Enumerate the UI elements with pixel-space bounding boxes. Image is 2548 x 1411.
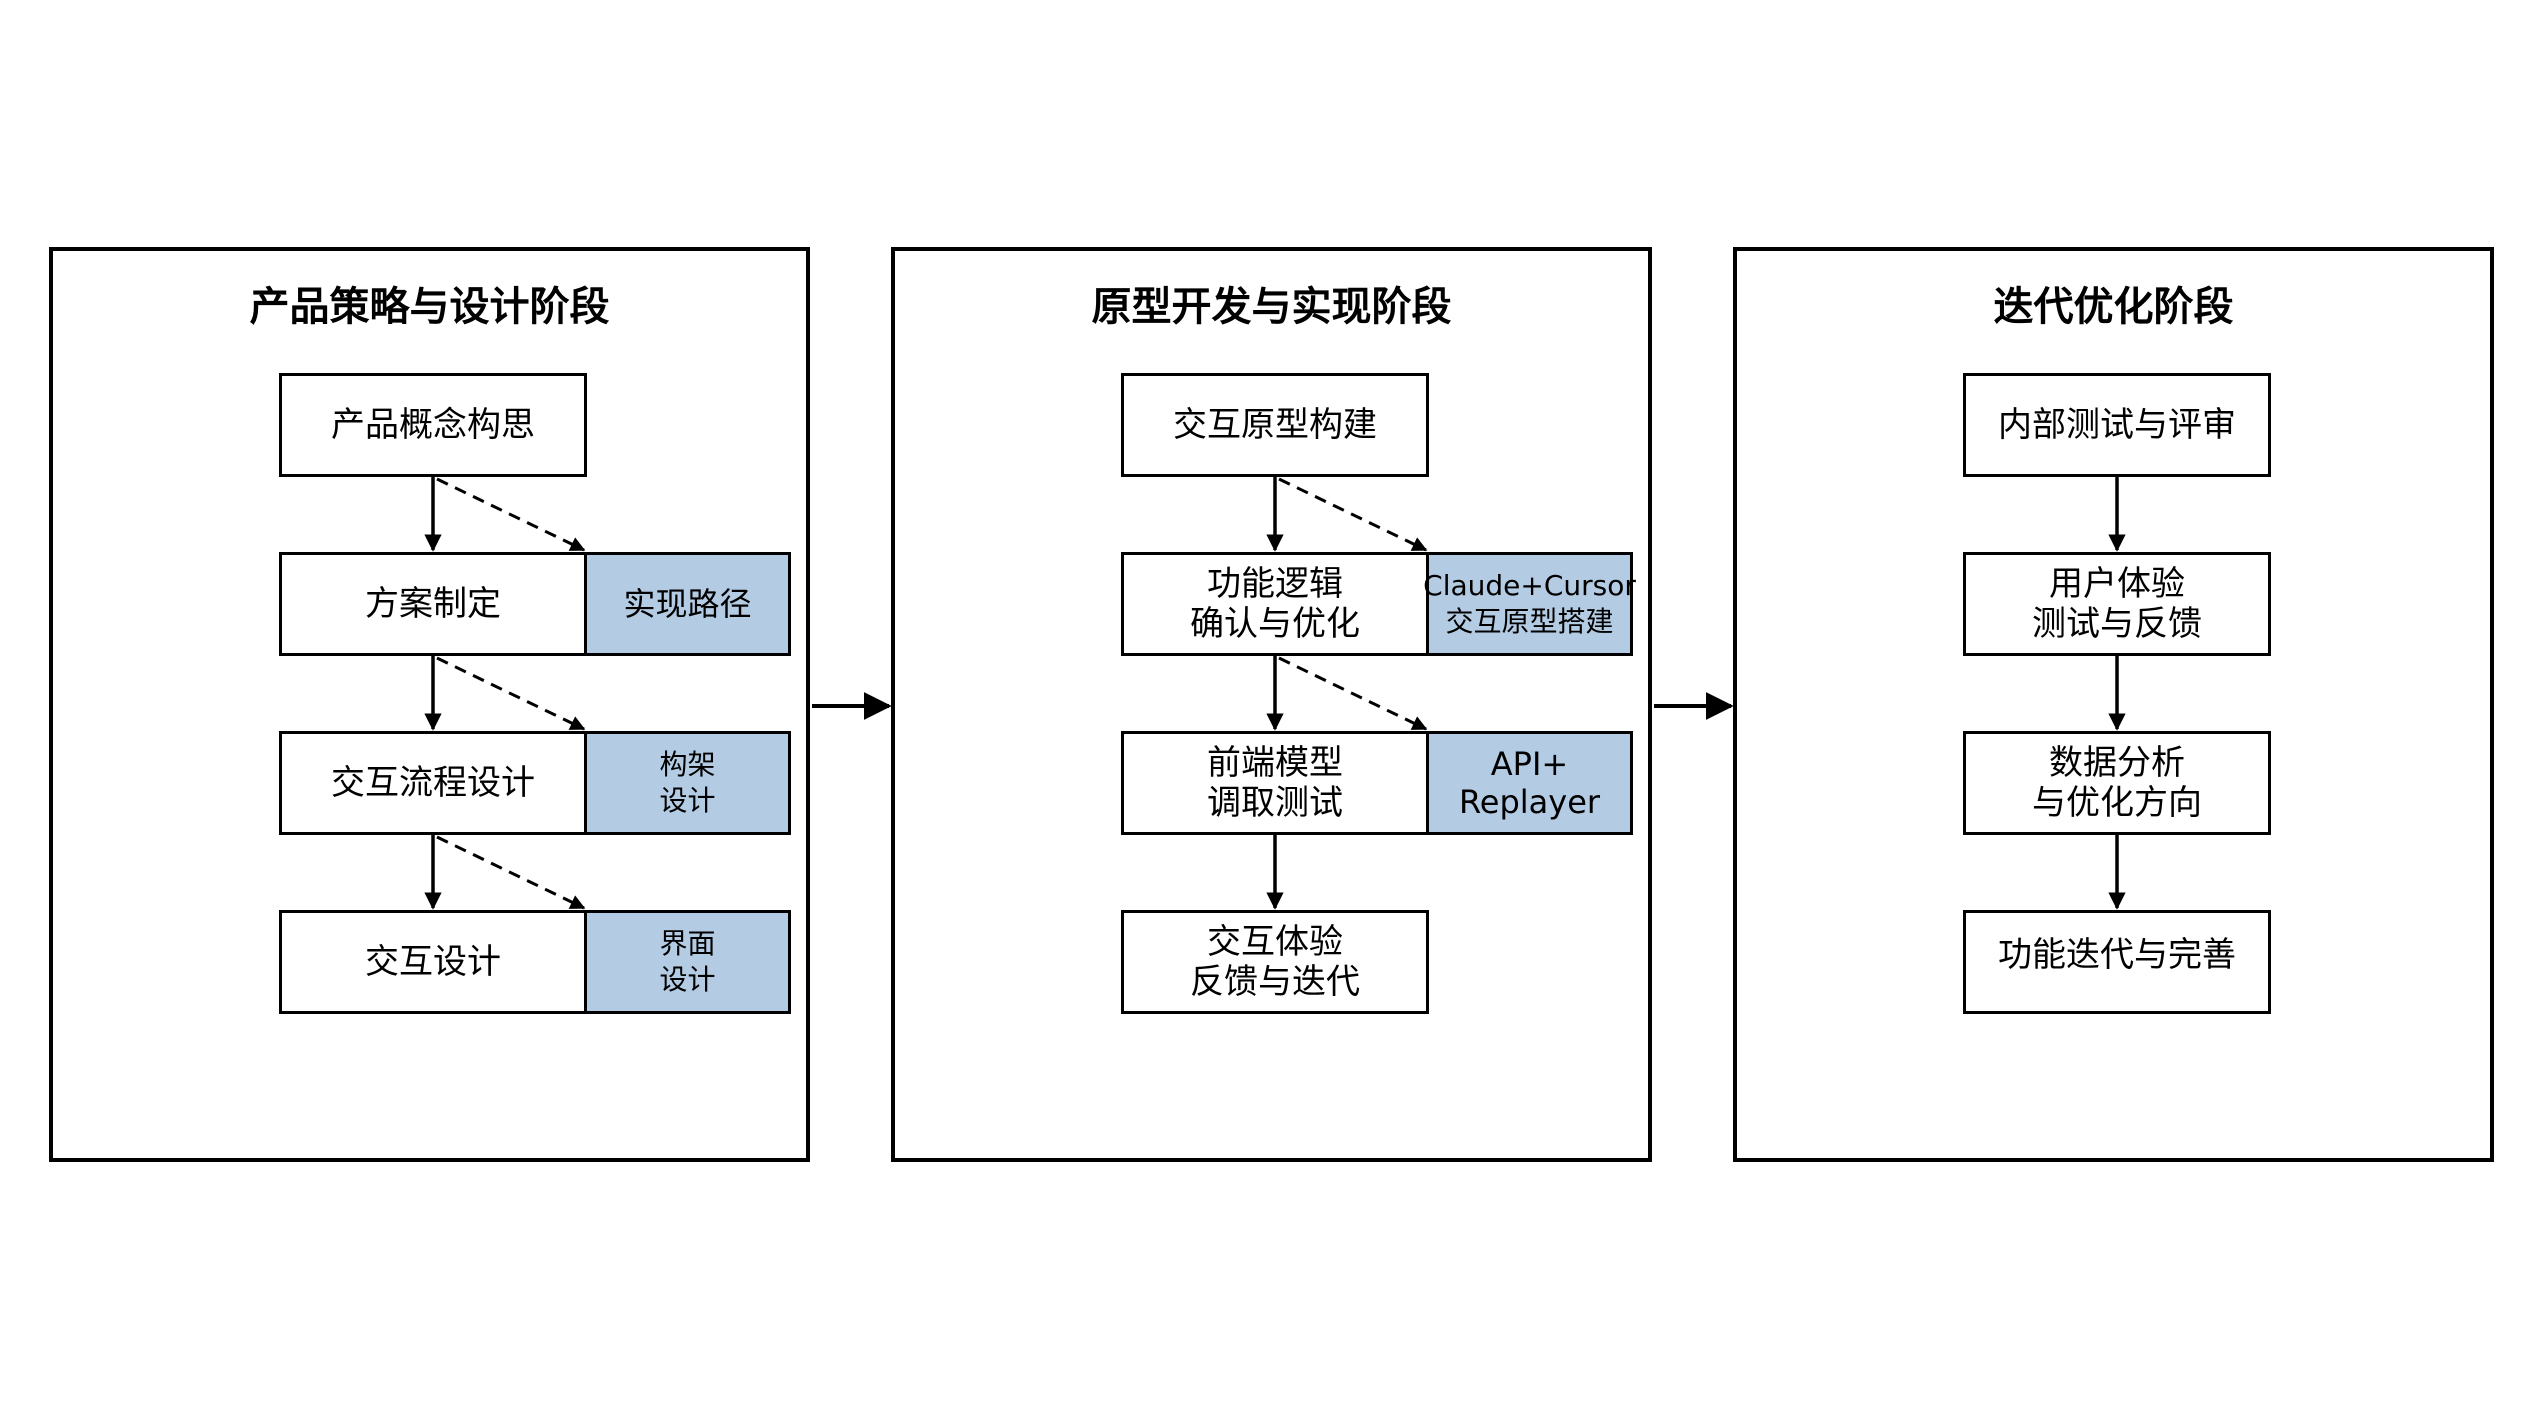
step-product-concept: 产品概念构思 bbox=[279, 373, 587, 477]
stage-title: 原型开发与实现阶段 bbox=[1091, 284, 1452, 330]
detail-architecture-design: 构架 设计 bbox=[584, 731, 791, 835]
step-frontend-model-test: 前端模型 调取测试 bbox=[1121, 731, 1429, 835]
detail-implementation-path: 实现路径 bbox=[584, 552, 791, 656]
detail-api-replayer: API+ Replayer bbox=[1426, 731, 1633, 835]
step-feature-iteration: 功能迭代与完善 bbox=[1963, 910, 2271, 1014]
detail-claude-cursor: Claude+Cursor 交互原型搭建 bbox=[1423, 552, 1636, 656]
stage-title: 迭代优化阶段 bbox=[1993, 284, 2234, 330]
stage-title: 产品策略与设计阶段 bbox=[249, 284, 610, 330]
step-data-analysis: 数据分析 与优化方向 bbox=[1963, 731, 2271, 835]
step-interaction-flow-design: 交互流程设计 bbox=[279, 731, 587, 835]
step-interaction-design: 交互设计 bbox=[279, 910, 587, 1014]
step-internal-review: 内部测试与评审 bbox=[1963, 373, 2271, 477]
step-experience-feedback: 交互体验 反馈与迭代 bbox=[1121, 910, 1429, 1014]
detail-interface-design: 界面 设计 bbox=[584, 910, 791, 1014]
step-user-testing: 用户体验 测试与反馈 bbox=[1963, 552, 2271, 656]
step-prototype-build: 交互原型构建 bbox=[1121, 373, 1429, 477]
step-logic-confirmation: 功能逻辑 确认与优化 bbox=[1121, 552, 1429, 656]
step-plan-formulation: 方案制定 bbox=[279, 552, 587, 656]
